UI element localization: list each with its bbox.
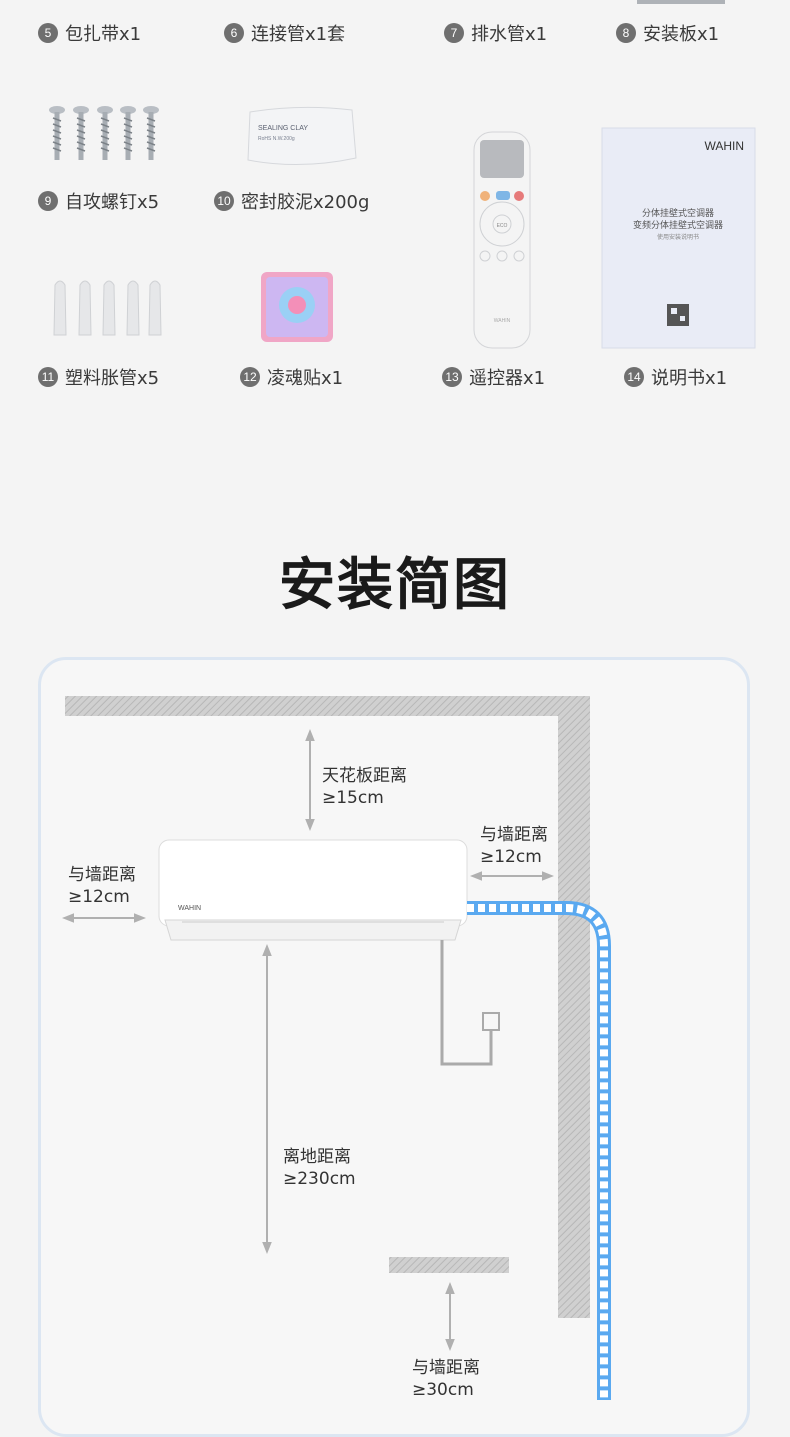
unit-brand-label: WAHIN — [178, 905, 201, 912]
sealing-clay-image: SEALING CLAY RoHS N.W.200g — [247, 106, 357, 166]
refrigerant-pipe — [467, 901, 611, 1400]
floor-distance-title: 离地距离 — [283, 1147, 351, 1167]
right-wall — [558, 696, 590, 1318]
accessory-label: 排水管x1 — [471, 24, 548, 45]
accessory-item-8: 8 安装板x1 — [616, 20, 719, 46]
item-number-badge: 11 — [38, 367, 58, 387]
accessory-label: 安装板x1 — [643, 24, 720, 45]
accessory-item-6: 6 连接管x1套 — [224, 20, 345, 46]
accessory-label: 连接管x1套 — [251, 24, 346, 45]
front-distance-title: 与墙距离 — [412, 1358, 480, 1378]
power-outlet — [482, 1012, 500, 1031]
ceiling-distance-label: 天花板距离 ≥15cm — [322, 765, 407, 809]
right-wall-distance-label: 与墙距离 ≥12cm — [480, 824, 548, 868]
accessory-item-10: 10 密封胶泥x200g — [214, 188, 369, 214]
accessory-label: 密封胶泥x200g — [241, 192, 370, 213]
accessory-label: 凌魂贴x1 — [267, 368, 344, 389]
accessory-item-11: 11 塑料胀管x5 — [38, 364, 159, 390]
accessory-label: 自攻螺钉x5 — [65, 192, 160, 213]
indoor-ac-unit: WAHIN — [158, 839, 468, 941]
floor-distance-value: ≥230cm — [283, 1169, 356, 1189]
accessory-label: 塑料胀管x5 — [65, 368, 160, 389]
plastic-anchors-image — [53, 280, 162, 336]
item-number-badge: 12 — [240, 367, 260, 387]
accessory-item-14: 14 说明书x1 — [624, 364, 727, 390]
accessory-images: SEALING CLAY RoHS N.W.200g ECO WAHIN WAH… — [49, 0, 756, 349]
accessory-item-7: 7 排水管x1 — [444, 20, 547, 46]
manual-line-2: 变频分体挂壁式空调器 — [633, 219, 723, 231]
accessory-item-5: 5 包扎带x1 — [38, 20, 141, 46]
left-wall-distance-title: 与墙距离 — [68, 865, 136, 885]
right-wall-distance-title: 与墙距离 — [480, 825, 548, 845]
item-number-badge: 6 — [224, 23, 244, 43]
front-distance-label: 与墙距离 ≥30cm — [412, 1357, 480, 1401]
left-wall-distance-label: 与墙距离 ≥12cm — [68, 864, 136, 908]
diagram-panel — [38, 657, 750, 1437]
manual-image: WAHIN 分体挂壁式空调器 变频分体挂壁式空调器 使用安装说明书 — [601, 127, 756, 349]
sealing-clay-text-2: RoHS N.W.200g — [258, 136, 295, 142]
item-number-badge: 14 — [624, 367, 644, 387]
manual-line-3: 使用安装说明书 — [657, 233, 699, 241]
left-wall-distance-value: ≥12cm — [68, 887, 130, 907]
floor-block — [389, 1257, 509, 1273]
item-number-badge: 5 — [38, 23, 58, 43]
front-distance-value: ≥30cm — [412, 1380, 474, 1400]
item-number-badge: 10 — [214, 191, 234, 211]
accessory-item-13: 13 遥控器x1 — [442, 364, 545, 390]
accessory-label: 包扎带x1 — [65, 24, 142, 45]
remote-eco-label: ECO — [497, 223, 508, 229]
floor-distance-label: 离地距离 ≥230cm — [283, 1146, 356, 1190]
accessory-label: 说明书x1 — [651, 368, 728, 389]
item-number-badge: 13 — [442, 367, 462, 387]
accessory-item-12: 12 凌魂贴x1 — [240, 364, 343, 390]
sticker-image — [261, 272, 333, 342]
ceiling-distance-title: 天花板距离 — [322, 766, 407, 786]
ceiling — [65, 696, 590, 716]
right-wall-distance-value: ≥12cm — [480, 847, 542, 867]
accessory-item-9: 9 自攻螺钉x5 — [38, 188, 159, 214]
installation-plate-image — [637, 0, 725, 4]
sealing-clay-text-1: SEALING CLAY — [258, 125, 308, 132]
manual-brand: WAHIN — [704, 139, 744, 153]
section-title: 安装简图 — [279, 553, 511, 618]
screws-image — [49, 106, 159, 160]
remote-control-image: ECO WAHIN — [473, 131, 531, 349]
item-number-badge: 9 — [38, 191, 58, 211]
installation-diagram: WAHIN — [62, 696, 611, 1400]
drain-pipe — [440, 940, 493, 1066]
ceiling-distance-value: ≥15cm — [322, 788, 384, 808]
item-number-badge: 7 — [444, 23, 464, 43]
remote-brand: WAHIN — [494, 318, 511, 324]
accessory-label: 遥控器x1 — [469, 368, 546, 389]
item-number-badge: 8 — [616, 23, 636, 43]
manual-line-1: 分体挂壁式空调器 — [642, 207, 714, 219]
